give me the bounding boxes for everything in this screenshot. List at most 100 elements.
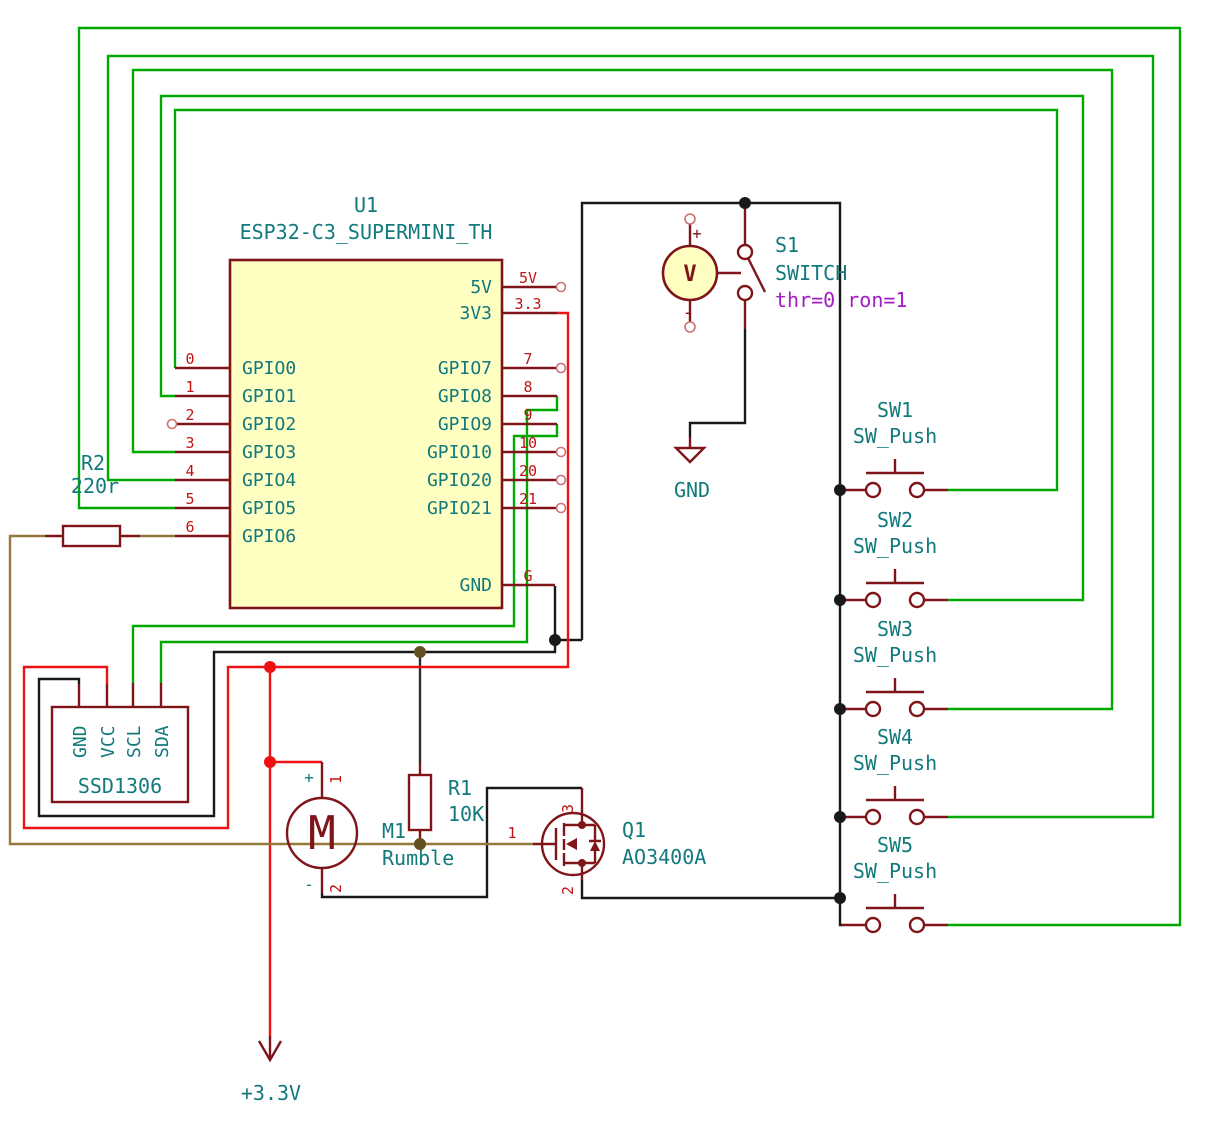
- wire-source-bus[interactable]: [580, 880, 840, 900]
- wire-gpio8-sda[interactable]: [159, 396, 559, 683]
- ssd1306-pin-sda: SDA: [152, 725, 173, 758]
- component-u1-esp32[interactable]: U1 ESP32-C3_SUPERMINI_TH 0 1 2 3 4 5 6 G…: [166, 193, 567, 610]
- pin-num: 3.3: [514, 295, 541, 313]
- pin-num: 10: [519, 434, 537, 452]
- sw2-ref: SW2: [877, 508, 913, 532]
- component-s1-switch[interactable]: S1 SWITCH thr=0 ron=1: [736, 208, 907, 329]
- sw4-actuator: [866, 786, 924, 802]
- s1-contact-top: [736, 243, 754, 261]
- gpio10-unconnected-circle: [555, 446, 567, 458]
- component-r1[interactable]: R1 10K: [407, 763, 484, 843]
- ssd1306-pin-stubs: [77, 683, 163, 707]
- sw3-ref: SW3: [877, 617, 913, 641]
- power-wires[interactable]: [22, 311, 570, 1036]
- r1-ref: R1: [448, 776, 472, 800]
- r1-body[interactable]: [407, 773, 433, 832]
- q1-arrow: [566, 838, 577, 850]
- wire-gnd-bus[interactable]: [580, 201, 842, 898]
- sw3-contact-right: [908, 700, 926, 718]
- pin-name: GPIO8: [438, 386, 492, 407]
- gnd-symbol[interactable]: GND: [673, 437, 710, 502]
- pin-name: GPIO10: [427, 442, 492, 463]
- r2-body[interactable]: [61, 524, 122, 548]
- esp32-left-pin-stubs: [175, 366, 230, 538]
- component-ssd1306[interactable]: GND VCC SCL SDA SSD1306: [50, 683, 190, 804]
- junction-esp-gnd: [549, 634, 561, 646]
- wire-gpio3-sw3[interactable]: [131, 68, 1114, 711]
- pin-num: 20: [519, 462, 537, 480]
- q1-drain-num: 3: [559, 804, 577, 813]
- component-sw5[interactable]: SW5 SW_Push: [842, 833, 948, 934]
- s1-contact-bottom: [736, 284, 754, 302]
- pin-num: 5V: [519, 269, 537, 287]
- component-sw2[interactable]: SW2 SW_Push: [841, 508, 948, 609]
- ssd1306-pin-vcc: VCC: [98, 725, 119, 758]
- gpio-switch-wires[interactable]: [77, 26, 1182, 927]
- pin-name: 3V3: [459, 303, 492, 324]
- pin-num: 4: [185, 462, 194, 480]
- junction-3v3-motor: [264, 756, 276, 768]
- gate-wires[interactable]: [8, 534, 533, 846]
- pin-name: GPIO20: [427, 470, 492, 491]
- sw4-value: SW_Push: [853, 751, 937, 775]
- wire-r2-gate[interactable]: [8, 534, 533, 846]
- ssd1306-value: SSD1306: [78, 774, 162, 798]
- motor-body[interactable]: [285, 796, 359, 870]
- vsource-plus-circle: [684, 213, 696, 225]
- esp32-body[interactable]: [228, 258, 504, 610]
- power-label: +3.3V: [241, 1081, 301, 1105]
- component-sw3[interactable]: SW3 SW_Push: [841, 617, 948, 718]
- r1-value: 10K: [448, 802, 484, 826]
- gnd-wires[interactable]: [37, 201, 842, 927]
- pin-name: GND: [459, 575, 492, 596]
- r2-ref: R2: [81, 451, 105, 475]
- component-sw1[interactable]: SW1 SW_Push: [841, 398, 948, 499]
- pin-name: GPIO7: [438, 358, 492, 379]
- q1-source-node: [578, 859, 586, 867]
- wire-esp-gnd[interactable]: [37, 586, 557, 818]
- s1-lever: [746, 257, 767, 293]
- pin-num: 8: [523, 378, 532, 396]
- junction-r1-gate: [414, 838, 426, 850]
- sw1-value: SW_Push: [853, 424, 937, 448]
- sw5-contact-right: [908, 916, 926, 934]
- sw2-actuator: [866, 569, 924, 585]
- ssd1306-pin-gnd: GND: [70, 725, 91, 758]
- wire-gpio9-scl[interactable]: [131, 424, 559, 683]
- vsource-body[interactable]: [661, 244, 719, 302]
- junction-sw5-source: [834, 892, 846, 904]
- ssd1306-pin-scl: SCL: [124, 725, 145, 758]
- pin-num: 2: [185, 406, 194, 424]
- sw5-actuator: [866, 894, 924, 910]
- component-r2[interactable]: R2 220r: [45, 451, 140, 548]
- wire-s1-gnd[interactable]: [688, 329, 747, 437]
- sw1-ref: SW1: [877, 398, 913, 422]
- pin-name: GPIO0: [242, 358, 296, 379]
- component-q1-mosfet[interactable]: 1 3 2 Q1 AO3400A: [507, 788, 706, 895]
- pin-num: 9: [523, 406, 532, 424]
- q1-diode-triangle: [590, 841, 600, 851]
- component-m1-motor[interactable]: M + - 1 2 M1 Rumble: [285, 762, 454, 894]
- component-sw4[interactable]: SW4 SW_Push: [841, 725, 948, 826]
- q1-ref: Q1: [622, 818, 646, 842]
- component-vsource[interactable]: V + -: [661, 213, 741, 333]
- wire-motor-drain[interactable]: [320, 786, 582, 899]
- wire-bus-sw5[interactable]: [838, 898, 842, 927]
- gpio21-unconnected-circle: [555, 502, 567, 514]
- pin-name: GPIO5: [242, 498, 296, 519]
- wire-gpio5-sw5[interactable]: [77, 26, 1182, 927]
- power-3v3-symbol[interactable]: +3.3V: [241, 1036, 301, 1105]
- wire-3v3-main[interactable]: [22, 311, 570, 830]
- wire-gpio4-sw4[interactable]: [106, 54, 1155, 819]
- pin-num: 5: [185, 490, 194, 508]
- wire-gpio1-sw2[interactable]: [159, 94, 1085, 602]
- junction-sw3: [834, 703, 846, 715]
- s1-params: thr=0 ron=1: [775, 288, 907, 312]
- sw3-value: SW_Push: [853, 643, 937, 667]
- vsource-minus-circle: [684, 321, 696, 333]
- ssd1306-body[interactable]: [50, 705, 190, 804]
- pin-name: GPIO6: [242, 526, 296, 547]
- wire-gpio0-sw1[interactable]: [173, 108, 1059, 492]
- junction-dots: [264, 197, 846, 904]
